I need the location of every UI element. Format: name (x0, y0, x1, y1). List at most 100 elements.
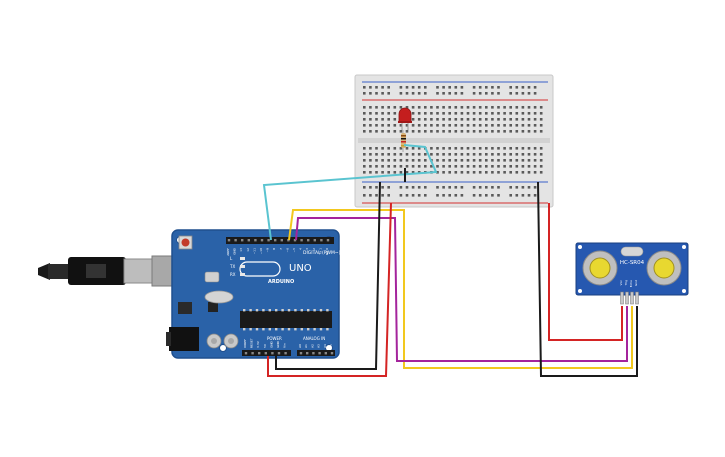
breadboard-hole[interactable] (527, 165, 531, 168)
breadboard-hole[interactable] (448, 147, 451, 150)
breadboard-hole[interactable] (369, 86, 372, 89)
breadboard-hole[interactable] (375, 186, 378, 189)
power-pin-socket[interactable] (244, 352, 248, 355)
breadboard-hole[interactable] (417, 194, 421, 197)
breadboard-hole[interactable] (363, 106, 366, 109)
breadboard-hole[interactable] (448, 130, 451, 133)
breadboard-hole[interactable] (503, 147, 506, 150)
breadboard-hole[interactable] (411, 86, 415, 89)
breadboard-hole[interactable] (460, 106, 464, 109)
breadboard-hole[interactable] (515, 118, 519, 121)
breadboard-hole[interactable] (363, 153, 366, 156)
breadboard-hole[interactable] (454, 165, 458, 168)
breadboard-hole[interactable] (381, 106, 384, 109)
breadboard-hole[interactable] (442, 106, 445, 109)
breadboard-hole[interactable] (485, 106, 488, 109)
breadboard-hole[interactable] (399, 165, 403, 168)
breadboard-hole[interactable] (485, 118, 488, 121)
breadboard-hole[interactable] (521, 124, 525, 127)
breadboard-hole[interactable] (485, 112, 488, 115)
breadboard-hole[interactable] (375, 124, 378, 127)
breadboard-hole[interactable] (539, 159, 543, 162)
breadboard-hole[interactable] (521, 147, 525, 150)
breadboard-hole[interactable] (448, 86, 451, 89)
breadboard-hole[interactable] (442, 112, 445, 115)
digital-pin-socket[interactable] (267, 239, 270, 242)
breadboard-hole[interactable] (539, 118, 543, 121)
breadboard-hole[interactable] (472, 118, 476, 121)
power-pin-socket[interactable] (251, 352, 254, 355)
breadboard-hole[interactable] (491, 171, 494, 174)
breadboard-hole[interactable] (466, 159, 470, 162)
breadboard-hole[interactable] (448, 171, 451, 174)
breadboard-hole[interactable] (472, 86, 476, 89)
breadboard-hole[interactable] (509, 165, 512, 168)
breadboard-hole[interactable] (369, 130, 372, 133)
breadboard-hole[interactable] (491, 159, 494, 162)
breadboard-hole[interactable] (436, 159, 439, 162)
breadboard-hole[interactable] (399, 147, 403, 150)
breadboard-hole[interactable] (405, 130, 409, 133)
breadboard-hole[interactable] (436, 194, 439, 197)
breadboard-hole[interactable] (375, 159, 378, 162)
breadboard-hole[interactable] (539, 124, 543, 127)
breadboard-hole[interactable] (448, 112, 451, 115)
breadboard-hole[interactable] (417, 106, 421, 109)
breadboard-hole[interactable] (417, 92, 421, 95)
breadboard-hole[interactable] (478, 165, 482, 168)
breadboard-hole[interactable] (405, 165, 409, 168)
breadboard-hole[interactable] (509, 92, 512, 95)
breadboard-hole[interactable] (466, 124, 470, 127)
breadboard-hole[interactable] (521, 106, 525, 109)
breadboard-hole[interactable] (478, 92, 482, 95)
breadboard-hole[interactable] (381, 165, 384, 168)
breadboard-hole[interactable] (478, 171, 482, 174)
breadboard-hole[interactable] (430, 112, 433, 115)
breadboard-hole[interactable] (472, 147, 476, 150)
breadboard-hole[interactable] (485, 159, 488, 162)
digital-pin-socket[interactable] (293, 239, 297, 242)
breadboard-hole[interactable] (521, 112, 525, 115)
breadboard-hole[interactable] (521, 86, 525, 89)
breadboard-hole[interactable] (424, 92, 427, 95)
breadboard-hole[interactable] (381, 171, 384, 174)
breadboard-hole[interactable] (411, 159, 415, 162)
breadboard-hole[interactable] (515, 112, 519, 115)
breadboard-hole[interactable] (448, 106, 451, 109)
breadboard-hole[interactable] (417, 118, 421, 121)
breadboard-hole[interactable] (387, 130, 390, 133)
breadboard-hole[interactable] (387, 171, 390, 174)
breadboard-hole[interactable] (424, 153, 427, 156)
breadboard-hole[interactable] (497, 153, 500, 156)
breadboard-hole[interactable] (527, 171, 531, 174)
breadboard-hole[interactable] (393, 130, 397, 133)
sensor-pin[interactable] (635, 291, 639, 305)
breadboard-hole[interactable] (363, 130, 366, 133)
breadboard-hole[interactable] (521, 130, 525, 133)
breadboard-hole[interactable] (448, 165, 451, 168)
breadboard-hole[interactable] (405, 86, 409, 89)
breadboard-hole[interactable] (466, 147, 470, 150)
breadboard-hole[interactable] (411, 124, 415, 127)
breadboard-hole[interactable] (539, 165, 543, 168)
breadboard-hole[interactable] (515, 86, 519, 89)
breadboard-hole[interactable] (460, 92, 464, 95)
breadboard-hole[interactable] (369, 118, 372, 121)
breadboard-hole[interactable] (478, 124, 482, 127)
breadboard-hole[interactable] (436, 186, 439, 189)
breadboard-hole[interactable] (527, 159, 531, 162)
breadboard[interactable] (354, 74, 554, 208)
breadboard-hole[interactable] (393, 159, 397, 162)
breadboard-hole[interactable] (442, 159, 445, 162)
breadboard-hole[interactable] (436, 171, 439, 174)
breadboard-hole[interactable] (478, 147, 482, 150)
breadboard-hole[interactable] (533, 147, 537, 150)
breadboard-hole[interactable] (436, 92, 439, 95)
breadboard-hole[interactable] (454, 124, 458, 127)
breadboard-hole[interactable] (430, 153, 433, 156)
breadboard-hole[interactable] (485, 171, 488, 174)
digital-pin-socket[interactable] (320, 239, 323, 242)
breadboard-hole[interactable] (363, 112, 366, 115)
digital-pin-socket[interactable] (260, 239, 264, 242)
